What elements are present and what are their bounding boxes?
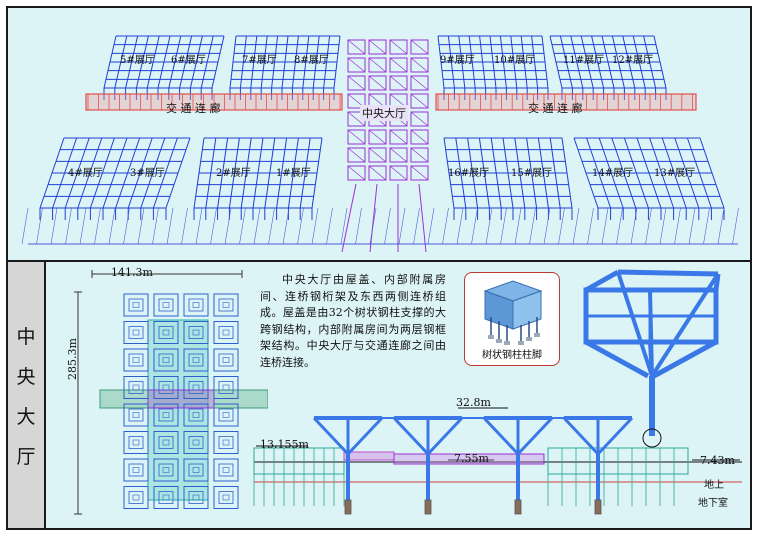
section-tree-column <box>482 416 554 515</box>
hall-label-12: 12#展厅 <box>612 55 654 66</box>
ground-lines <box>21 207 739 245</box>
side-title-tab: 中 央 大 厅 <box>8 262 46 528</box>
plan-length-dimension: 285.3m <box>66 338 79 380</box>
section-bridge-center <box>393 453 545 465</box>
elevation-right: 7.43m <box>700 454 735 467</box>
section-view-drawing <box>253 407 742 515</box>
plan-view-drawing <box>74 270 268 515</box>
hall-frame-block <box>437 35 549 100</box>
column-foot-marker <box>642 428 662 448</box>
section-right-building <box>547 447 689 475</box>
column-foot-drawing <box>483 280 543 345</box>
column-foot-callout: 树状钢柱柱脚 <box>464 272 560 366</box>
tree-column-frame <box>583 269 721 448</box>
corridor-label-right: 交 通 连 廊 <box>528 102 583 115</box>
tree-column-3d-drawing <box>583 269 721 448</box>
description-text: 中央大厅由屋盖、内部附属房间、连桥钢桁架及东西两侧连桥组成。屋盖是由32个树状钢… <box>260 273 446 369</box>
hall-frame-block <box>229 35 341 100</box>
corridor-truss <box>85 93 697 111</box>
plan-grid <box>74 270 268 515</box>
elevation-mid: 7.55m <box>454 452 489 465</box>
hall-label-10: 10#展厅 <box>494 55 536 66</box>
side-title-char-4: 厅 <box>16 446 36 468</box>
hall-label-14: 14#展厅 <box>592 168 634 179</box>
section-frame <box>253 407 742 515</box>
central-hall-label: 中央大厅 <box>360 105 408 121</box>
section-tree-column <box>562 416 634 515</box>
section-bridge-left <box>343 451 395 461</box>
hall-label-15: 15#展厅 <box>511 168 553 179</box>
structure-model-drawing <box>21 35 739 253</box>
central-hall-detail-panel: 中 央 大 厅 141.3m 285.3m 中央大厅由屋盖、内部附属房间、连桥钢… <box>8 262 750 528</box>
section-tree-column <box>392 416 464 515</box>
side-title-char-2: 央 <box>16 366 36 388</box>
basement-label: 地下室 <box>698 498 728 509</box>
above-ground-label: 地上 <box>704 480 724 491</box>
section-left-building <box>253 447 345 475</box>
corridor-label-left: 交 通 连 廊 <box>166 102 221 115</box>
hall-label-16: 16#展厅 <box>448 168 490 179</box>
hall-label-5: 5#展厅 <box>120 55 155 66</box>
column-foot-label: 树状钢柱柱脚 <box>482 350 542 361</box>
figure-frame: 5#展厅 6#展厅 7#展厅 8#展厅 9#展厅 10#展厅 11#展厅 12#… <box>6 6 752 530</box>
hall-label-1: 1#展厅 <box>276 168 311 179</box>
hall-frame-block <box>103 35 225 100</box>
central-hall-frame <box>341 39 429 253</box>
elevation-roof: 32.8m <box>456 396 491 409</box>
hall-label-7: 7#展厅 <box>242 55 277 66</box>
side-title-char-3: 大 <box>16 406 36 428</box>
hall-label-4: 4#展厅 <box>68 168 103 179</box>
hall-frame-block <box>39 137 191 220</box>
hall-label-6: 6#展厅 <box>171 55 206 66</box>
side-title-char-1: 中 <box>16 326 36 348</box>
plan-width-dimension: 141.3m <box>111 266 153 279</box>
hall-label-13: 13#展厅 <box>654 168 696 179</box>
hall-label-3: 3#展厅 <box>130 168 165 179</box>
hall-label-8: 8#展厅 <box>294 55 329 66</box>
corridor-right <box>435 93 697 111</box>
hall-label-2: 2#展厅 <box>216 168 251 179</box>
hall-frame-block <box>443 137 573 220</box>
structure-model-panel: 5#展厅 6#展厅 7#展厅 8#展厅 9#展厅 10#展厅 11#展厅 12#… <box>8 8 750 262</box>
hall-label-11: 11#展厅 <box>563 55 605 66</box>
elevation-left: 13.155m <box>260 438 309 451</box>
hall-frame-block <box>549 35 667 100</box>
hall-frame-block <box>573 137 725 220</box>
hall-label-9: 9#展厅 <box>440 55 475 66</box>
hall-frame-block <box>193 137 323 220</box>
